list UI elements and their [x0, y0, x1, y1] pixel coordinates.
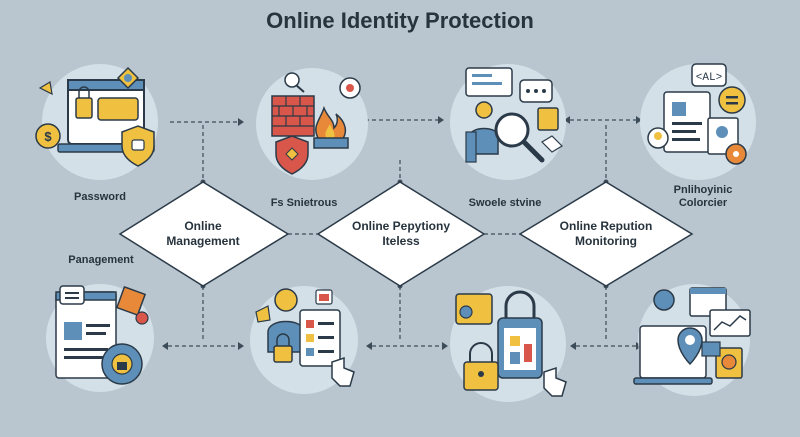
- document-gear-icon: [46, 284, 154, 392]
- diamond-1-label: Online Management: [166, 219, 240, 248]
- diamond-2: [316, 181, 486, 287]
- firewall-icon: [256, 68, 368, 180]
- privacy-documents-icon: <AL>: [640, 63, 756, 180]
- label-password: Password: [74, 191, 126, 203]
- phone-lock-icon: [450, 286, 567, 402]
- label-firewall: Fs Snietrous: [270, 197, 338, 209]
- password-laptop-icon: $: [35, 64, 158, 180]
- svg-text:<AL>: <AL>: [696, 72, 722, 84]
- user-checklist-icon: [250, 286, 358, 394]
- diamond-3: [518, 181, 694, 287]
- diamond-2-label: Online Pepytiony Iteless: [351, 219, 450, 248]
- svg-text:$: $: [44, 129, 52, 144]
- label-panagement: Panagement: [68, 254, 134, 266]
- diamond-1: [118, 181, 290, 287]
- label-privacy: Pnlihoyinic Colorcier: [673, 184, 733, 209]
- label-social: Swoele stvine: [468, 197, 542, 209]
- search-social-icon: [450, 64, 566, 180]
- page-title: Online Identity Protection: [266, 8, 534, 33]
- monitoring-icon: [633, 284, 751, 396]
- diamond-3-label: Online Repution Monitoring: [559, 219, 653, 248]
- arrowhead: [238, 118, 244, 126]
